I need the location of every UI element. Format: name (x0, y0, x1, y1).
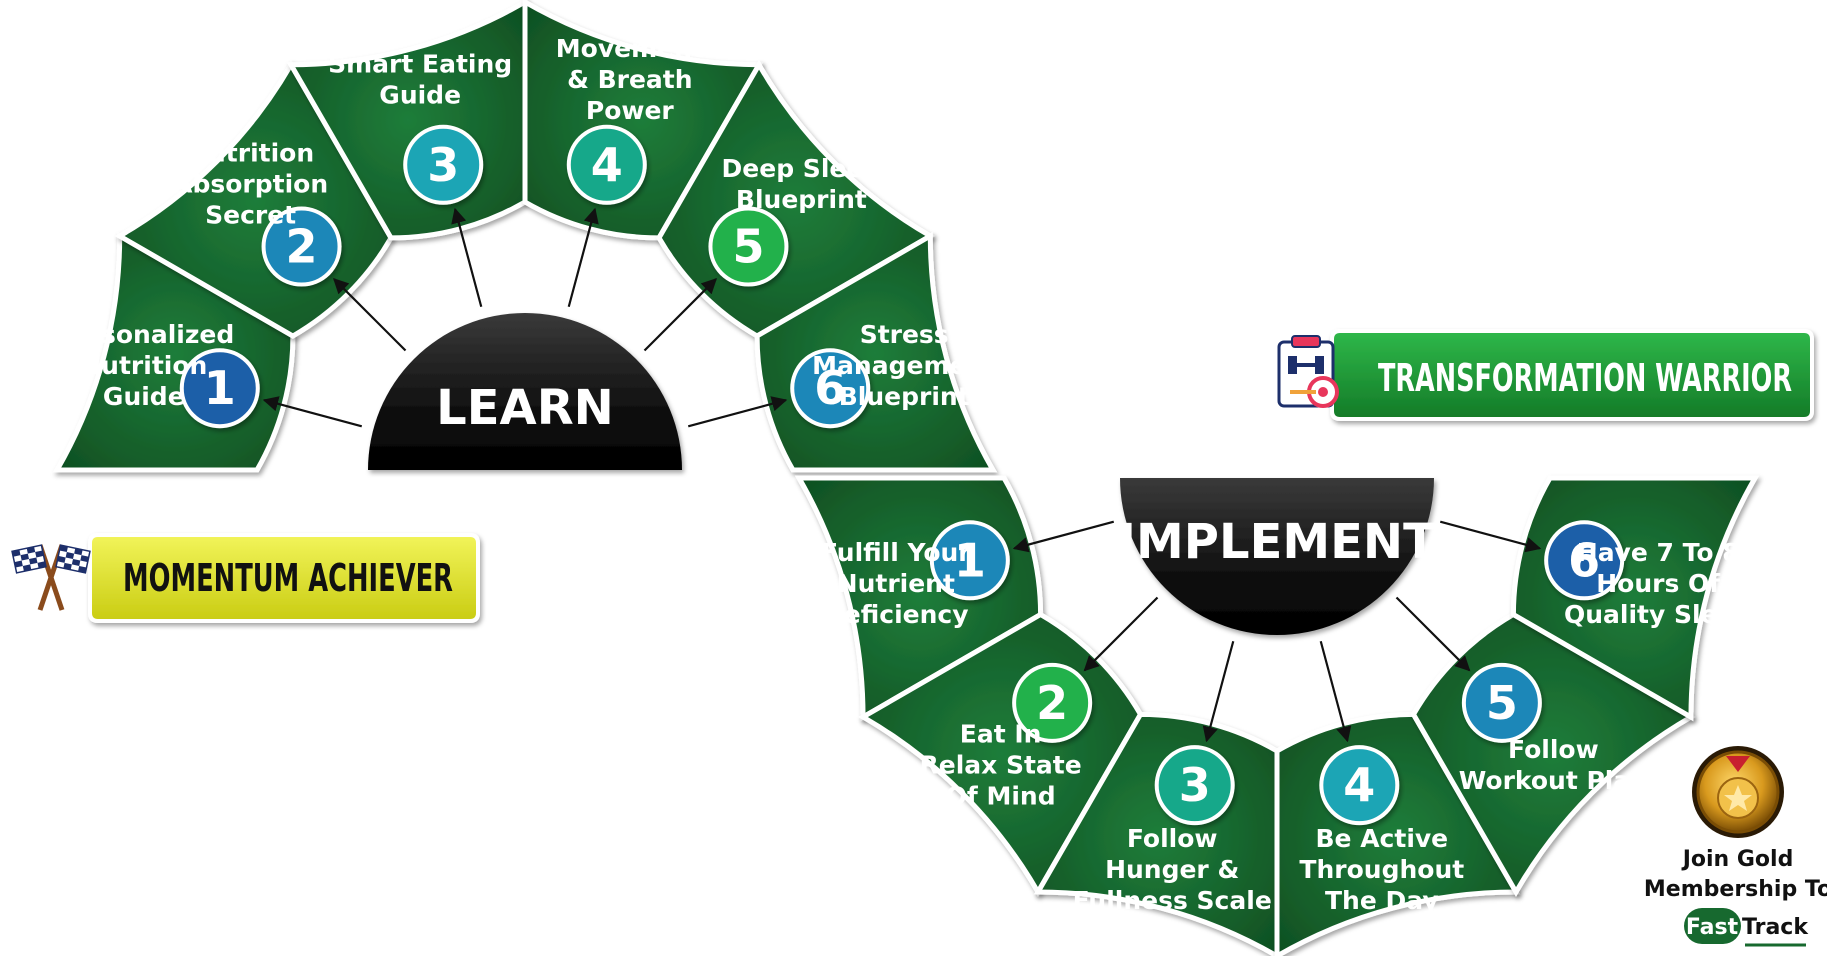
gold-membership-line-1: Join Gold (1681, 847, 1794, 872)
learn-step-6-circle (790, 348, 871, 429)
impl-step-2-number: 2 (1036, 676, 1068, 730)
momentum-achiever-badge: MOMENTUM ACHIEVER (11, 533, 480, 623)
learn-arrow-1 (262, 396, 363, 428)
gold-medal-icon (1692, 746, 1784, 838)
impl-step-5-circle (1461, 662, 1542, 743)
learn-step-1-circle (179, 348, 260, 429)
impl-arrow-3 (1202, 640, 1235, 743)
learn-hub (368, 313, 682, 470)
checkered-flags-icon (11, 544, 91, 611)
learn-arrow-6 (687, 396, 788, 428)
fast-pill (1684, 908, 1741, 944)
impl-step-3-circle (1154, 745, 1235, 826)
transformation-warrior-badge: TRANSFORMATION WARRIOR (1277, 329, 1814, 421)
impl-arrow-6 (1439, 520, 1542, 553)
learn-step-4-circle (566, 124, 647, 205)
learn-step-2-circle (261, 206, 342, 287)
implement-step-circles: 1 2 3 4 5 6 (929, 520, 1625, 826)
transformation-badge-background (1330, 329, 1814, 421)
impl-step-1-circle (929, 520, 1010, 601)
fitness-plan-icon (1277, 335, 1339, 408)
gold-membership-callout[interactable]: Join Gold Membership To Fast Track (1644, 746, 1827, 947)
learn-step-6-number: 6 (814, 361, 846, 415)
learn-step-3-number: 3 (427, 138, 459, 192)
learn-step-5-circle (708, 206, 789, 287)
implement-hub (1120, 478, 1434, 635)
impl-arrow-2 (1083, 596, 1159, 672)
learn-step-4-number: 4 (591, 138, 623, 192)
impl-step-1-number: 1 (954, 533, 986, 587)
learn-step-circles: 1 2 3 4 5 6 (179, 124, 871, 429)
learn-step-2-number: 2 (286, 220, 318, 274)
learn-arrows (262, 207, 788, 428)
learn-step-5-number: 5 (732, 220, 764, 274)
fast-label: Fast (1686, 915, 1739, 940)
impl-step-6-circle (1544, 520, 1625, 601)
impl-arrow-1 (1012, 520, 1115, 553)
learn-arrow-4 (567, 207, 599, 308)
impl-step-2-circle (1012, 662, 1093, 743)
learn-arrow-5 (643, 277, 718, 352)
learn-arrow-2 (332, 277, 407, 352)
fast-track-link[interactable]: Fast Track (1684, 908, 1809, 947)
learn-hub-label: LEARN (436, 380, 614, 436)
impl-step-3-number: 3 (1179, 758, 1211, 812)
implement-arrows (1012, 520, 1542, 743)
implement-hub-label: IMPLEMENT (1118, 514, 1436, 570)
impl-arrow-5 (1395, 596, 1471, 672)
momentum-badge-background (88, 533, 480, 623)
impl-step-4-number: 4 (1343, 758, 1375, 812)
learn-arrow-3 (451, 207, 483, 308)
track-label: Track (1742, 915, 1809, 940)
impl-step-5-number: 5 (1486, 676, 1518, 730)
learn-step-3-circle (403, 124, 484, 205)
transformation-warrior-label: TRANSFORMATION WARRIOR (1378, 356, 1792, 400)
impl-step-4-circle (1319, 745, 1400, 826)
impl-step-6-number: 6 (1568, 533, 1600, 587)
impl-arrow-4 (1319, 640, 1352, 743)
learn-step-1-number: 1 (204, 361, 236, 415)
momentum-achiever-label: MOMENTUM ACHIEVER (123, 556, 453, 600)
gold-membership-line-2: Membership To (1644, 877, 1827, 902)
